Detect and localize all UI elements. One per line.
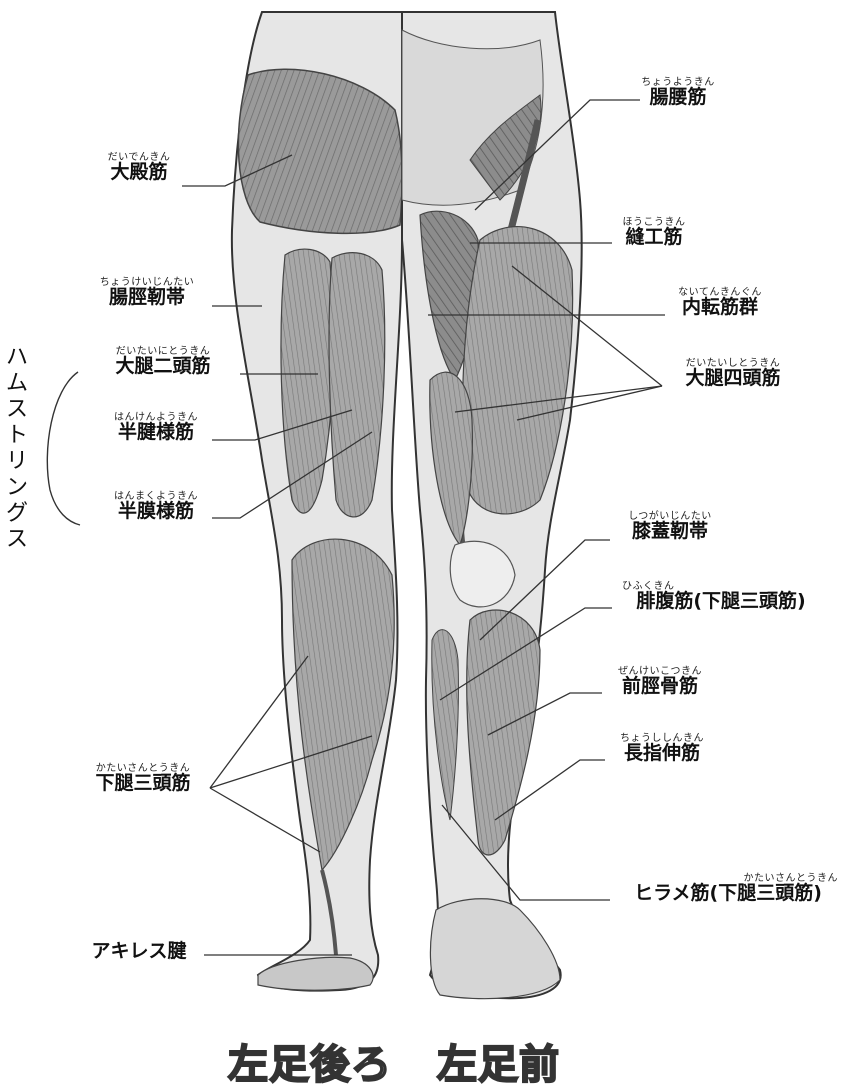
label-tibialis: ぜんけいこつきん 前脛骨筋 bbox=[600, 667, 720, 696]
label-semitendinosus-name: 半腱様筋 bbox=[100, 423, 212, 442]
hamstrings-label-char: ス bbox=[4, 527, 30, 553]
label-semitendinosus: はんけんようきん 半腱様筋 bbox=[100, 413, 212, 442]
front-leg-illustration bbox=[402, 12, 582, 999]
label-biceps-femoris-name: 大腿二頭筋 bbox=[86, 357, 240, 376]
label-soleus-name: ヒラメ筋(下腿三頭筋) bbox=[608, 884, 848, 903]
label-sartorius-name: 縫工筋 bbox=[606, 228, 702, 247]
label-quadriceps-name: 大腿四頭筋 bbox=[664, 369, 802, 388]
label-itband-name: 腸脛靭帯 bbox=[82, 288, 212, 307]
label-patellar: しつがいじんたい 膝蓋靭帯 bbox=[610, 512, 730, 541]
hamstrings-label-char: ム bbox=[4, 371, 30, 397]
label-biceps-femoris: だいたいにとうきん 大腿二頭筋 bbox=[86, 347, 240, 376]
label-adductors-name: 内転筋群 bbox=[660, 298, 780, 317]
caption-back: 左足後ろ bbox=[228, 1032, 392, 1090]
label-itband: ちょうけいじんたい 腸脛靭帯 bbox=[82, 278, 212, 307]
hamstrings-label-char: ト bbox=[4, 423, 30, 449]
hamstrings-label-char: ス bbox=[4, 397, 30, 423]
label-semimembranosus: はんまくようきん 半膜様筋 bbox=[100, 492, 212, 521]
hamstrings-label: ハムストリングス bbox=[4, 345, 30, 553]
label-triceps-surae: かたいさんとうきん 下腿三頭筋 bbox=[76, 764, 210, 793]
label-patellar-name: 膝蓋靭帯 bbox=[610, 522, 730, 541]
caption-front: 左足前 bbox=[437, 1032, 560, 1090]
hamstrings-label-char: ハ bbox=[4, 345, 30, 371]
label-achilles: アキレス腱 bbox=[74, 942, 204, 961]
label-triceps-surae-name: 下腿三頭筋 bbox=[76, 774, 210, 793]
label-iliopsoas: ちょうようきん 腸腰筋 bbox=[618, 78, 738, 107]
front-foot-shape bbox=[430, 899, 560, 999]
label-extensor-name: 長指伸筋 bbox=[604, 744, 720, 763]
back-leg-illustration bbox=[232, 12, 402, 991]
label-adductors: ないてんきんぐん 内転筋群 bbox=[660, 288, 780, 317]
shin-muscle-shape bbox=[467, 610, 540, 855]
label-sartorius: ほうこうきん 縫工筋 bbox=[606, 218, 702, 247]
label-gastrocnemius: ひふくきん 腓腹筋(下腿三頭筋) bbox=[608, 582, 834, 611]
label-gluteus: だいでんきん 大殿筋 bbox=[96, 153, 182, 182]
hamstrings-label-char: ン bbox=[4, 475, 30, 501]
label-extensor: ちょうししんきん 長指伸筋 bbox=[604, 734, 720, 763]
label-tibialis-name: 前脛骨筋 bbox=[600, 677, 720, 696]
hamstrings-label-char: リ bbox=[4, 449, 30, 475]
label-semimembranosus-name: 半膜様筋 bbox=[100, 502, 212, 521]
hamstrings-label-char: グ bbox=[4, 501, 30, 527]
label-soleus: かたいさんとうきん ヒラメ筋(下腿三頭筋) bbox=[608, 874, 848, 903]
label-gluteus-name: 大殿筋 bbox=[96, 163, 182, 182]
label-achilles-name: アキレス腱 bbox=[74, 942, 204, 961]
back-foot-shape bbox=[258, 957, 373, 990]
label-gastrocnemius-name: 腓腹筋(下腿三頭筋) bbox=[608, 592, 834, 611]
hamstrings-bracket bbox=[47, 372, 80, 525]
label-iliopsoas-name: 腸腰筋 bbox=[618, 88, 738, 107]
label-quadriceps: だいたいしとうきん 大腿四頭筋 bbox=[664, 359, 802, 388]
